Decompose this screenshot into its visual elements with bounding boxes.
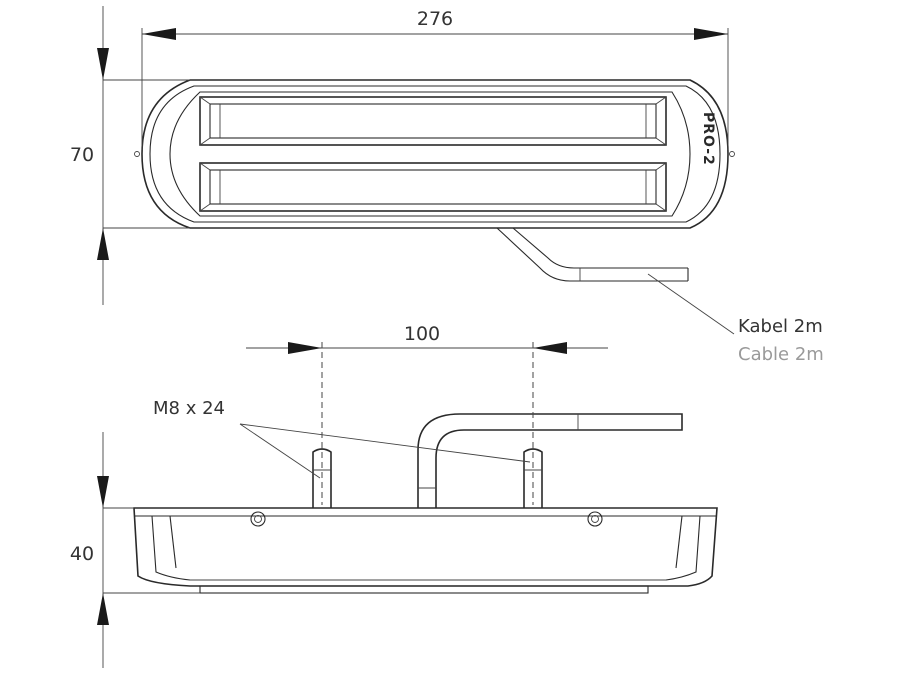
- dim-top-height: 70: [70, 6, 190, 305]
- side-right-cap: [665, 515, 701, 581]
- dim-mount-spacing: 100: [246, 323, 608, 505]
- side-cable: [417, 413, 683, 508]
- left-screw: [250, 511, 266, 527]
- top-lens-plate: [169, 91, 691, 217]
- right-lug: [729, 151, 735, 157]
- dim-top-width: 276: [141, 8, 729, 150]
- dim-top-width-label: 276: [417, 8, 453, 30]
- dim-side-height-label: 40: [70, 543, 94, 565]
- top-housing-rim: [149, 85, 721, 223]
- dim-side-height: 40: [70, 432, 200, 668]
- side-view: [133, 413, 718, 594]
- dim-top-height-label: 70: [70, 144, 94, 166]
- side-left-cap: [151, 515, 191, 581]
- bolt-label: M8 x 24: [153, 398, 225, 419]
- bolt-callout: M8 x 24: [153, 398, 531, 479]
- top-view: PRO-2: [134, 79, 735, 282]
- upper-light-bar: [199, 96, 667, 146]
- cable-label-de: Kabel 2m: [738, 316, 823, 337]
- top-housing-outer: [141, 79, 729, 229]
- top-cable: [496, 227, 688, 282]
- left-lug: [134, 151, 140, 157]
- cable-label-en: Cable 2m: [738, 344, 824, 365]
- side-base-plate: [199, 585, 649, 594]
- dim-mount-spacing-label: 100: [404, 323, 440, 345]
- right-screw: [587, 511, 603, 527]
- right-bolt: [523, 448, 543, 508]
- side-body: [133, 507, 718, 587]
- brand-label: PRO-2: [700, 112, 716, 166]
- lower-light-bar: [199, 162, 667, 212]
- cable-callout: Kabel 2m Cable 2m: [647, 273, 824, 365]
- left-bolt: [312, 448, 332, 508]
